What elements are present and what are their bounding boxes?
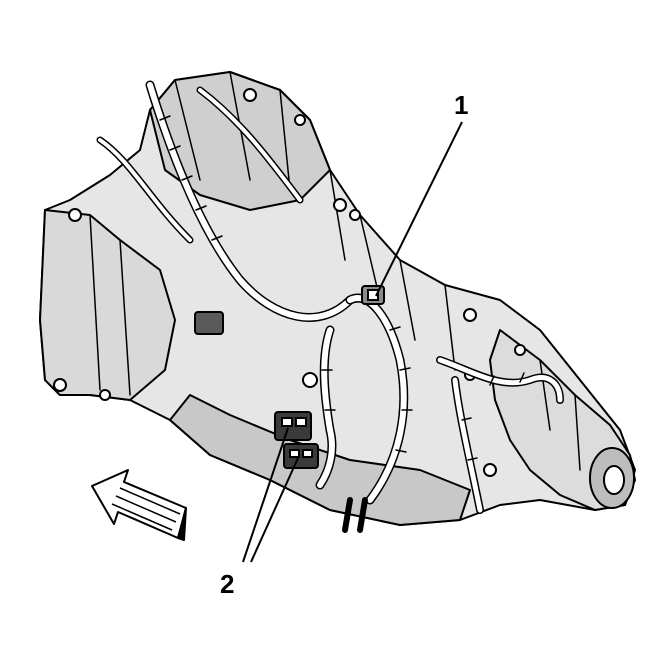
- bell-face: [39, 209, 176, 401]
- case-bolts: [53, 88, 526, 477]
- case-ribs: [89, 71, 581, 471]
- front-direction-arrow-icon: [91, 469, 187, 541]
- transmission-assembly: [39, 71, 636, 526]
- callout-1: 1: [454, 90, 468, 120]
- leader-line-2a: [242, 427, 289, 563]
- output-shaft: [603, 465, 625, 495]
- connector-side: [194, 311, 224, 335]
- leader-line-2b: [250, 457, 299, 563]
- leader-line-1: [375, 121, 463, 297]
- leader-lines: [242, 121, 463, 563]
- callout-2: 2: [220, 569, 234, 599]
- electrical-connectors: [194, 311, 319, 469]
